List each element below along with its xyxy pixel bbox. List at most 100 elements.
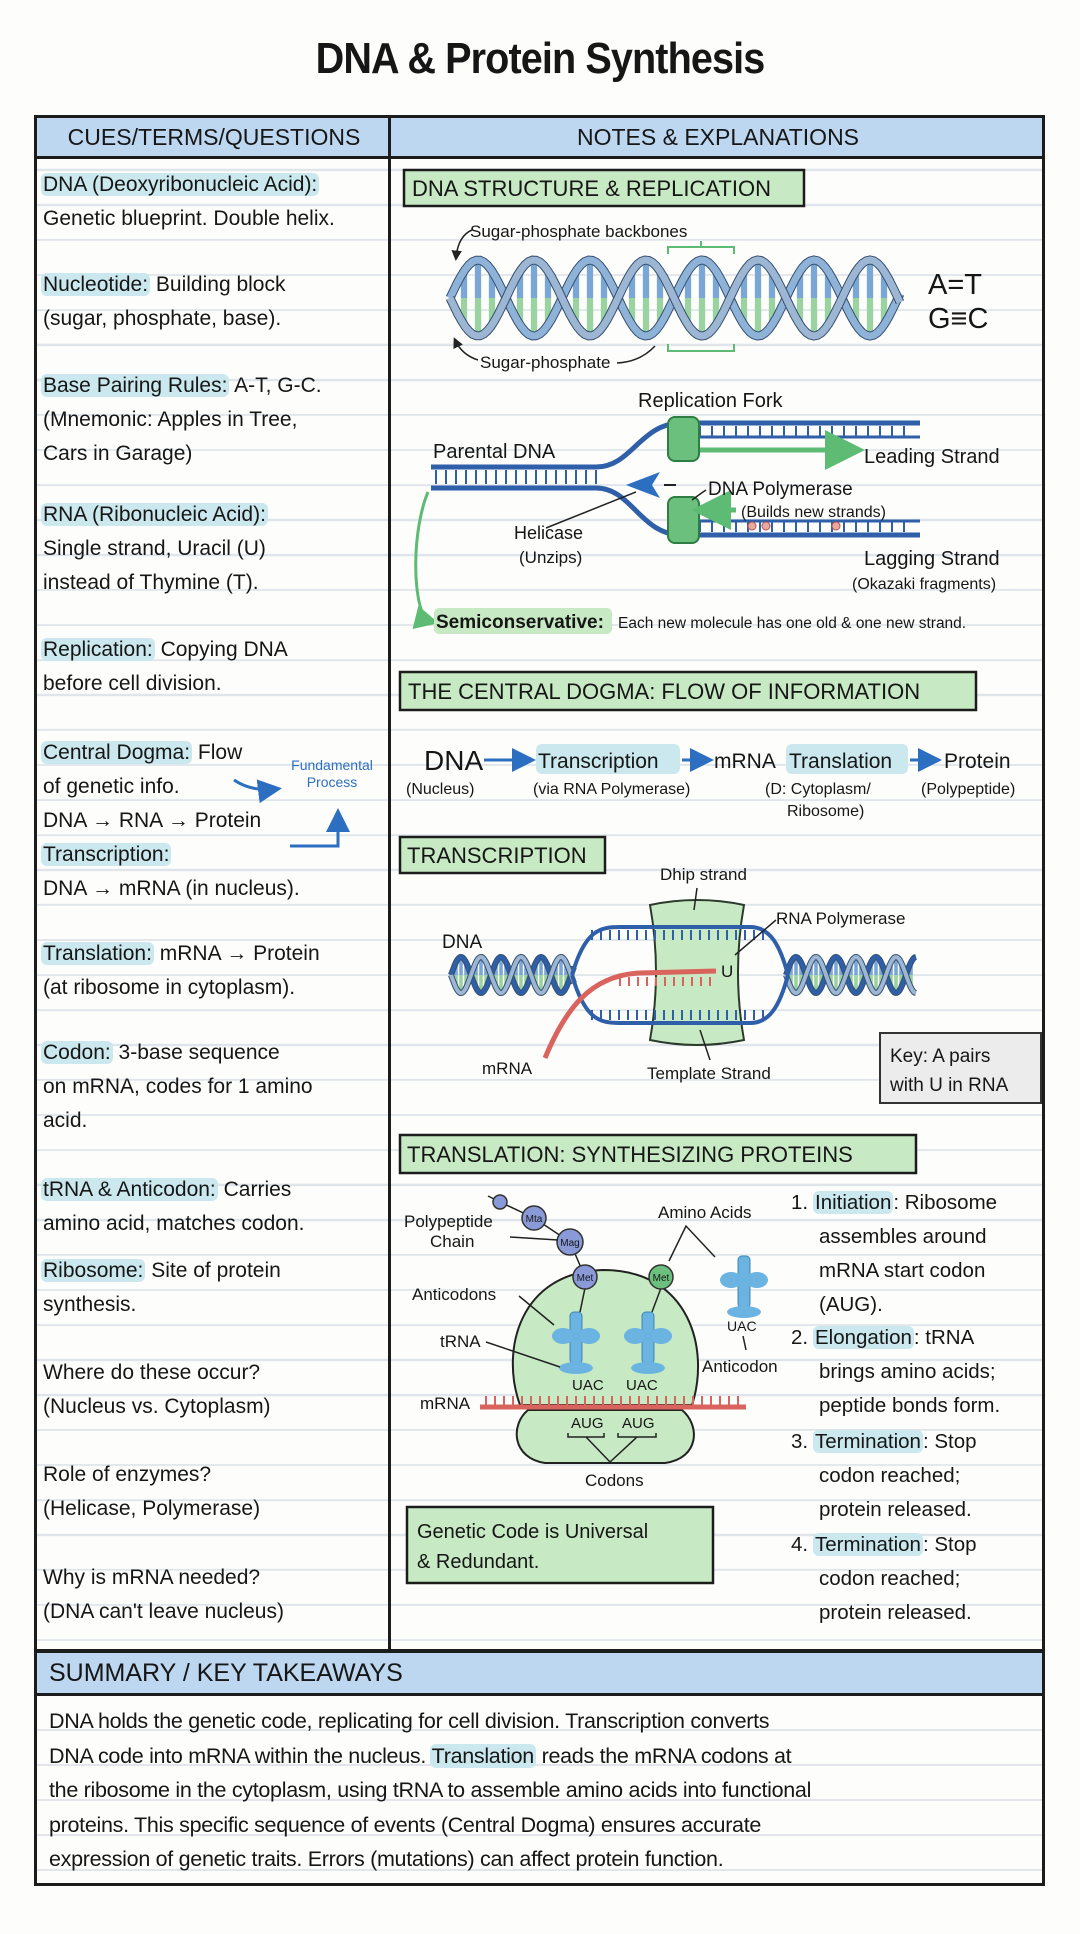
uac-label-2: UAC	[626, 1377, 658, 1394]
semiconservative-term: Semiconservative:	[436, 612, 604, 633]
amino-acids-label: Amino Acids	[658, 1203, 752, 1222]
summary-body: DNA holds the genetic code, replicating …	[34, 1693, 1045, 1886]
transcription-dna-label: DNA	[442, 932, 482, 953]
trna-arm	[624, 1328, 646, 1344]
cue-line: before cell division.	[43, 672, 222, 695]
cue-item: RNA (Ribonucleic Acid):Single strand, Ur…	[41, 498, 388, 600]
coding-strand	[570, 925, 790, 976]
backbone-strand	[446, 256, 904, 340]
cue-item: Ribosome: Site of protein synthesis.	[41, 1254, 388, 1322]
summary-line: proteins. This specific sequence of even…	[49, 1812, 762, 1837]
codons-bracket	[567, 1433, 657, 1464]
dna-polymerase-label: DNA Polymerase	[708, 479, 853, 500]
replication-title: DNA STRUCTURE & REPLICATION	[412, 176, 771, 201]
cue-line: Codon: 3-base sequence	[41, 1036, 388, 1070]
unzips-label: (Unzips)	[519, 548, 582, 567]
step-term: Initiation	[813, 1191, 894, 1214]
polypeptide-label: Polypeptide	[404, 1212, 493, 1231]
step-line: protein released.	[819, 1498, 972, 1521]
transcription-highlight	[536, 744, 680, 774]
cue-line: Role of enzymes?	[43, 1458, 388, 1492]
sub-nucleus: (Nucleus)	[406, 781, 474, 798]
chain-label: Chain	[430, 1232, 474, 1251]
summary-line: DNA code into mRNA within the nucleus. T…	[49, 1739, 1042, 1774]
fundamental-process-annotation: Fundamental Process	[282, 757, 382, 791]
annotation-line2: Process	[306, 774, 358, 790]
trna-arm	[720, 1272, 742, 1288]
uac-label-1: UAC	[572, 1377, 604, 1394]
template-pointer	[699, 1029, 711, 1061]
amino-acid-label: Mag	[560, 1238, 579, 1249]
dhip-strand-label: Dhip strand	[660, 865, 747, 884]
summary-text: DNA code into mRNA within the nucleus.	[49, 1743, 432, 1768]
cue-item: Transcription:DNA → mRNA (in nucleus).	[41, 838, 388, 906]
step-text: : Stop	[922, 1533, 977, 1556]
cue-text: Site of protein	[145, 1259, 281, 1282]
cue-line: instead of Thymine (T).	[43, 571, 259, 594]
cue-line: Why is mRNA needed?	[43, 1561, 388, 1595]
template-strand	[570, 974, 790, 1025]
key-line2: with U in RNA	[889, 1075, 1009, 1096]
trna-anticodon-loop	[559, 1362, 593, 1374]
step-text: : Ribosome	[893, 1191, 998, 1214]
cue-term: DNA (Deoxyribonucleic Acid):	[41, 173, 320, 196]
helicase-pointer	[545, 491, 637, 529]
sub-polypeptide: (Polypeptide)	[921, 781, 1015, 798]
polymerase-top-icon	[667, 416, 700, 462]
step-number: 3.	[791, 1430, 809, 1453]
pair-at: A=T	[928, 269, 982, 301]
step-text: : tRNA	[913, 1326, 975, 1349]
cue-text: Role of enzymes?	[43, 1463, 212, 1486]
page-title: DNA & Protein Synthesis	[315, 34, 766, 83]
rna-polymerase-pointer	[734, 919, 777, 956]
step-line: (AUG).	[819, 1293, 883, 1316]
polypeptide-pointer	[509, 1236, 559, 1241]
helicase-icon	[626, 472, 660, 498]
rna-polymerase-label: RNA Polymerase	[776, 909, 905, 928]
backbone-strand	[784, 954, 917, 996]
cue-line: Single strand, Uracil (U)	[43, 537, 266, 560]
cue-term: Replication:	[41, 638, 155, 661]
cue-text: Building block	[150, 273, 286, 296]
base-pair-bracket	[667, 241, 735, 352]
step-line: protein released.	[819, 1601, 972, 1624]
cue-line: Translation: mRNA → Protein	[41, 937, 388, 971]
cue-text: 3-base sequence	[112, 1041, 280, 1064]
anticodon-pointer	[742, 1335, 747, 1351]
step-term: Termination	[813, 1533, 923, 1556]
cue-text: mRNA → Protein	[153, 942, 320, 965]
key-box	[879, 1032, 1042, 1104]
transcription-section: TRANSCRIPTION Dhip strand RNA Polymerase…	[398, 835, 1042, 1104]
okazaki-primer	[761, 521, 771, 531]
amino-acid-icon	[521, 1205, 547, 1231]
cue-item: Translation: mRNA → Protein(at ribosome …	[41, 937, 388, 1005]
transcription-diagram	[448, 899, 917, 1059]
cue-text: Where do these occur?	[43, 1361, 261, 1384]
cue-text: Carries	[217, 1178, 292, 1201]
leading-strand-label: Leading Strand	[864, 446, 1000, 468]
semiconservative-arrow	[412, 491, 439, 630]
summary-line: expression of genetic traits. Errors (mu…	[49, 1847, 724, 1871]
cue-line: (Helicase, Polymerase)	[43, 1497, 261, 1520]
column-divider	[388, 115, 391, 1652]
pair-gc: G≡C	[928, 303, 988, 335]
ribosome-small-subunit	[515, 1409, 695, 1464]
cue-text: Why is mRNA needed?	[43, 1566, 261, 1589]
flow-transcription: Transcription	[538, 750, 659, 773]
trna-icon	[552, 1311, 600, 1374]
cue-text: A-T, G-C.	[229, 374, 322, 397]
trna-anticodon-loop	[631, 1362, 665, 1374]
cue-line: synthesis.	[43, 1293, 137, 1316]
backbones-pointer	[451, 229, 473, 261]
notes-column-header: NOTES & EXPLANATIONS	[576, 124, 860, 150]
columns-header: CUES/TERMS/QUESTIONS NOTES & EXPLANATION…	[34, 115, 1045, 159]
step-number: 4.	[791, 1533, 809, 1556]
genetic-code-line2: & Redundant.	[417, 1551, 539, 1573]
sugar-phosphate-line	[616, 345, 656, 364]
dogma-title: THE CENTRAL DOGMA: FLOW OF INFORMATION	[408, 679, 920, 704]
flow-dna: DNA	[424, 745, 483, 776]
dhip-pointer	[693, 887, 698, 911]
cue-line: Ribosome: Site of protein	[41, 1254, 388, 1288]
